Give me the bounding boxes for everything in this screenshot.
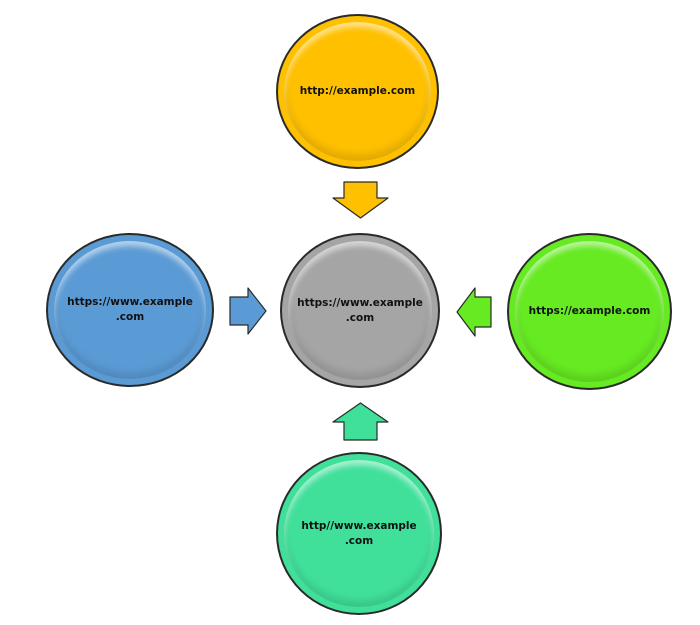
arrow-left-icon (456, 287, 492, 337)
top-node-circle: http://example.com (276, 14, 439, 169)
center-node-label: https://www.example .com (297, 296, 423, 324)
arrow-up-icon (332, 402, 389, 441)
arrow-right-icon (229, 287, 267, 335)
top-node-label: http://example.com (299, 85, 416, 97)
right-node-circle: https://example.com (507, 233, 672, 390)
right-node-label: https://example.com (528, 305, 651, 317)
left-node-label: https://www.example .com (67, 296, 193, 323)
center-node-circle: https://www.example .com (280, 233, 440, 388)
bottom-node-circle: http//www.example .com (276, 452, 442, 615)
left-node-circle: https://www.example .com (46, 233, 214, 387)
bottom-node-label: http//www.example .com (301, 519, 417, 547)
arrow-down-icon (332, 181, 389, 219)
